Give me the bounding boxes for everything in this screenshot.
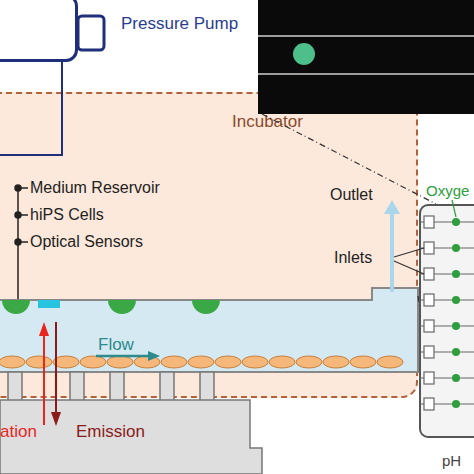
bullet-leaders bbox=[15, 185, 28, 302]
chip-channel bbox=[0, 288, 418, 372]
microscope-stage bbox=[0, 372, 262, 474]
pump-head bbox=[78, 16, 104, 50]
sensor-label: Oxyge bbox=[426, 182, 469, 200]
pump-body: Pressure Pump bbox=[0, 0, 78, 62]
sensor-label: pH bbox=[442, 452, 461, 470]
chip-overview bbox=[394, 200, 474, 437]
optical-arrows bbox=[39, 322, 61, 426]
node-title: Pressure Pump bbox=[121, 14, 238, 34]
outlet-arrow bbox=[384, 200, 400, 292]
node-title: Incubator bbox=[232, 112, 303, 132]
tubing bbox=[0, 92, 62, 155]
micrograph bbox=[258, 0, 474, 114]
tubing-connector bbox=[61, 62, 63, 92]
flow-arrow bbox=[96, 351, 160, 361]
zoom-lines bbox=[262, 114, 436, 350]
